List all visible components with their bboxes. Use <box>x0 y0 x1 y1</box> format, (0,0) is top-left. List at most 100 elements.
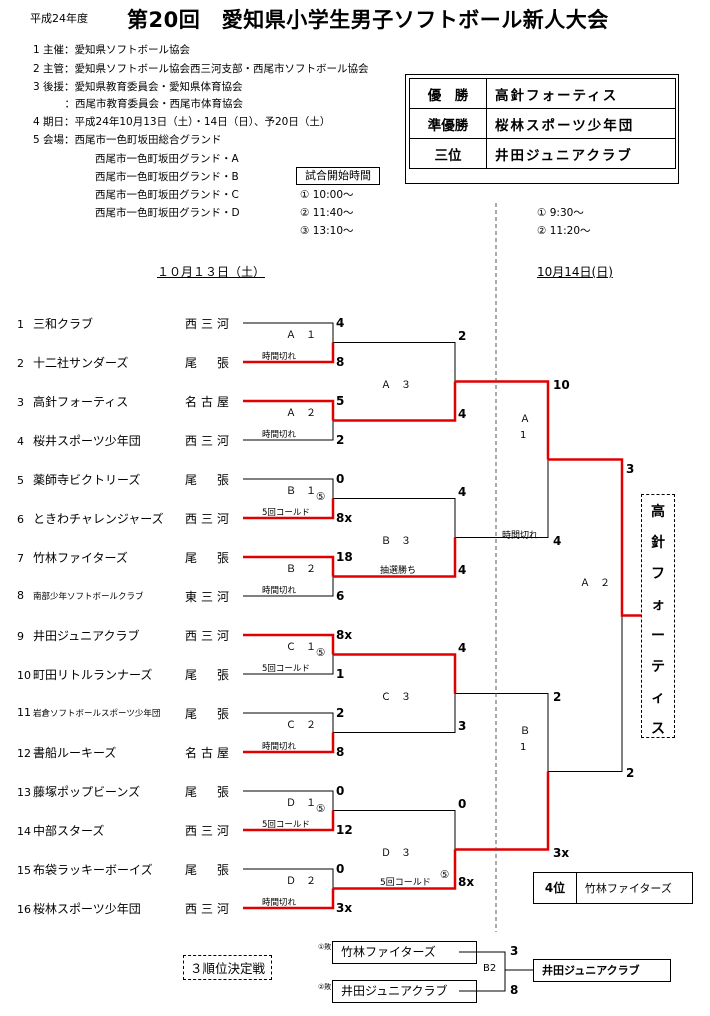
score: 4 <box>336 316 345 330</box>
info-line: 3 後援：愛知県教育委員会・愛知県体育協会 <box>33 81 243 93</box>
third-match-label: B2 <box>483 963 497 974</box>
match-label: Ｂ <box>520 725 530 737</box>
champion-char: ォ <box>651 597 665 613</box>
fourth-team: 竹林ファイターズ <box>584 882 672 895</box>
team-number: 1 <box>17 318 24 331</box>
team-number: 10 <box>17 669 31 682</box>
match-note: 時間切れ <box>262 742 297 752</box>
final-win-path <box>548 458 641 617</box>
team-row: 2 十二社サンダーズ <box>17 354 128 371</box>
team-row: 9 井田ジュニアクラブ <box>17 627 140 644</box>
team-name: 南部少年ソフトボールクラブ <box>33 592 144 602</box>
day1-time: ① 10:00〜 <box>300 189 354 201</box>
score: 4 <box>458 406 467 421</box>
team-name: 井田ジュニアクラブ <box>33 629 140 643</box>
r1-win-path <box>243 732 335 754</box>
team-prefecture: 西三河 <box>185 902 234 916</box>
third-score: 8 <box>510 983 519 997</box>
info-line: 4 期日：平成24年10月13日（土）・14日（日）、予20日（土） <box>33 116 331 128</box>
score: 8x <box>336 511 353 525</box>
r1-win-path <box>243 810 335 832</box>
result-label: 三位 <box>409 138 487 169</box>
score: 3 <box>458 718 467 733</box>
score: 4 <box>458 640 467 655</box>
team-number: 12 <box>17 747 31 760</box>
match-note: 5回コールド <box>380 877 431 888</box>
match-label: 1 <box>520 429 527 441</box>
info-line: ：西尾市教育委員会・西尾市体育協会 <box>33 98 243 110</box>
r1-win-path <box>243 399 335 421</box>
team-name: 町田リトルランナーズ <box>33 668 153 682</box>
semi-bracket <box>455 381 549 538</box>
final-bracket <box>548 459 623 772</box>
score: 2 <box>336 433 345 447</box>
team-number: 2 <box>17 357 24 370</box>
third-mark: ②敗 <box>318 983 332 991</box>
score: 0 <box>336 862 345 876</box>
results-frame <box>405 74 679 184</box>
team-number: 14 <box>17 825 31 838</box>
match-label: Ａ １ <box>286 330 316 341</box>
team-number: 9 <box>17 630 24 643</box>
champion-char: ィ <box>651 690 665 706</box>
r1-win-path <box>243 888 335 910</box>
team-name: 十二社サンダーズ <box>33 356 129 370</box>
match-note: 5回コールド <box>262 664 310 674</box>
r1-win-path <box>243 498 335 520</box>
team-number: 13 <box>17 786 31 799</box>
r2-win-path <box>333 653 457 694</box>
called-game-mark: ⑤ <box>316 647 326 659</box>
score: 6 <box>336 589 345 603</box>
ground-label: 西尾市一色町坂田グランド・C <box>95 189 239 201</box>
match-note: 時間切れ <box>262 586 297 596</box>
match-label: Ｃ １ <box>286 642 316 653</box>
team-number: 6 <box>17 513 24 526</box>
third-place-title: ３順位決定戦 <box>183 955 273 980</box>
match-label: 1 <box>520 741 527 753</box>
r1-win-path <box>243 633 335 655</box>
third-score: 3 <box>510 944 519 958</box>
team-number: 5 <box>17 474 24 487</box>
score: 3x <box>336 901 353 915</box>
score: 4 <box>458 484 467 499</box>
team-name: 高針フォーティス <box>33 395 129 409</box>
year-label: 平成24年度 <box>30 12 88 25</box>
r2-win-path <box>333 381 457 422</box>
team-prefecture: 尾 張 <box>185 863 234 877</box>
match-label: Ｂ １ <box>286 486 316 497</box>
info-line: 1 主催：愛知県ソフトボール協会 <box>33 44 191 56</box>
match-note: 5回コールド <box>262 820 310 830</box>
match-label: Ｂ ３ <box>381 535 411 547</box>
score: 3x <box>553 845 570 860</box>
team-name: 桜林スポーツ少年団 <box>33 902 141 916</box>
team-number: 4 <box>17 435 24 448</box>
match-label: Ｃ ２ <box>286 720 316 731</box>
semi-win-path <box>455 380 550 460</box>
result-label: 優 勝 <box>409 78 487 109</box>
team-number: 11 <box>17 706 31 719</box>
result-team: 井田ジュニアクラブ <box>486 138 676 169</box>
match-note: 時間切れ <box>262 430 297 440</box>
info-line: 2 主管：愛知県ソフトボール協会西三河支部・西尾市ソフトボール協会 <box>33 63 369 75</box>
score: 2 <box>336 706 345 720</box>
match-note: 時間切れ <box>502 530 539 541</box>
score: 8x <box>336 628 353 642</box>
champion-char: 高 <box>651 504 665 520</box>
team-number: 3 <box>17 396 24 409</box>
semi-win-path <box>455 771 550 851</box>
ground-label: 西尾市一色町坂田グランド・A <box>95 153 239 165</box>
score: 8 <box>336 355 345 369</box>
ground-label: 西尾市一色町坂田グランド・B <box>95 171 239 183</box>
match-label: Ａ ２ <box>580 577 610 589</box>
score: 2 <box>553 689 562 704</box>
result-team: 桜林スポーツ少年団 <box>486 108 676 139</box>
